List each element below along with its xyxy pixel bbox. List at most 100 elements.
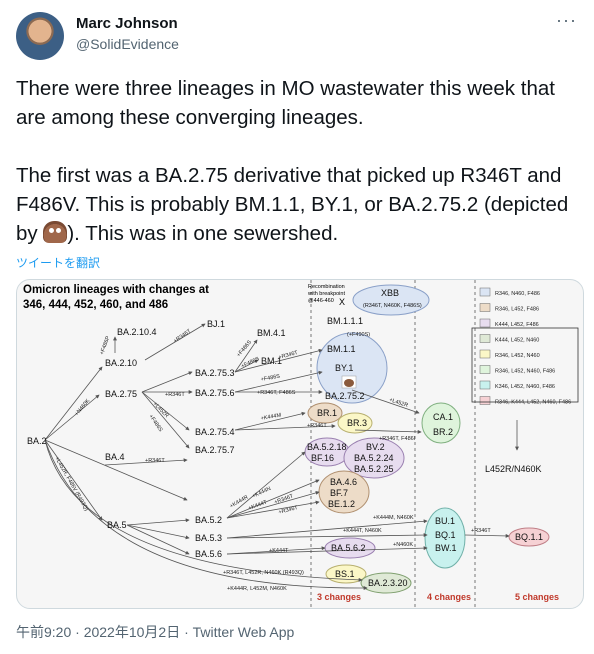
lineage-diagram: Omicron lineages with changes at 346, 44… xyxy=(23,280,579,608)
recomb-note-1: Recombination xyxy=(308,284,345,290)
node-ba5: BA.5 xyxy=(107,520,127,530)
edge-label: +K444T xyxy=(269,548,289,554)
author-name[interactable]: Marc Johnson xyxy=(76,15,178,32)
node-ba2-75-4: BA.2.75.4 xyxy=(195,427,235,437)
node-bw1: BW.1 xyxy=(435,543,457,553)
edge-label: +L452R xyxy=(388,397,408,409)
node-br3: BR.3 xyxy=(347,418,367,428)
edge-label: +K444N xyxy=(251,486,272,500)
edge-label: +R346T xyxy=(274,493,295,506)
node-by1: BY.1 xyxy=(335,363,353,373)
changes-5: 5 changes xyxy=(515,592,559,602)
node-ba2-10: BA.2.10 xyxy=(105,358,137,368)
legend-swatch xyxy=(479,303,491,312)
edge-label: +F486P xyxy=(99,335,111,356)
edge-label: +R346T xyxy=(278,505,299,516)
legend-label: K444, L452, F486 xyxy=(495,322,539,328)
legend-swatch xyxy=(479,349,491,359)
legend-label: R346, N460, F486 xyxy=(495,291,540,297)
node-bu1: BU.1 xyxy=(435,516,455,526)
recomb-x: X xyxy=(339,297,345,307)
changes-4: 4 changes xyxy=(427,592,471,602)
tweet-text-2a: The first was a BA.2.75 derivative that … xyxy=(16,164,569,245)
tweet-paragraph-1: There were three lineages in MO wastewat… xyxy=(16,77,555,129)
node-xbb: XBB xyxy=(381,288,399,298)
node-be1-2: BE.1.2 xyxy=(328,499,355,509)
node-ba2-75-7: BA.2.75.7 xyxy=(195,445,235,455)
edge-label: +R346T xyxy=(145,458,165,464)
author-avatar[interactable] xyxy=(16,12,64,60)
edge-label: +R346T, F486S xyxy=(257,390,296,396)
legend-label: K346, L452, N460, F486 xyxy=(495,384,555,390)
node-bj1: BJ.1 xyxy=(207,319,225,329)
tweet-footer: 午前9:20 · 2022年10月2日 · Twitter Web App xyxy=(16,622,294,642)
poop-emoji-icon xyxy=(43,221,68,243)
edge-label: +F486S xyxy=(147,414,163,434)
legend-swatch xyxy=(479,287,491,297)
edge-label: +R346T, F486I xyxy=(379,436,416,442)
edge-label: +N460K xyxy=(74,398,92,417)
ca1-blob xyxy=(421,402,461,444)
node-br2: BR.2 xyxy=(433,427,453,437)
node-ba5-3: BA.5.3 xyxy=(195,533,222,543)
tweet-text: There were three lineages in MO wastewat… xyxy=(16,74,582,248)
edge-label: +K444R, L452M, N460K xyxy=(227,586,287,592)
legend-swatch xyxy=(479,365,491,374)
br3-blob xyxy=(337,412,373,434)
recomb-note-3: @446-460 xyxy=(308,298,334,304)
edge-label: +N460K xyxy=(393,542,413,548)
node-ba2-75-3: BA.2.75.3 xyxy=(195,368,235,378)
footer-separator: · xyxy=(180,624,193,640)
changes-3: 3 changes xyxy=(317,592,361,602)
legend-swatch xyxy=(479,334,491,343)
more-dots-icon[interactable]: ··· xyxy=(556,10,577,30)
edge-label: +L452R, F486V (R493Q) xyxy=(53,456,89,512)
legend-label: R346, K444, L452, N460, F486 xyxy=(495,400,571,406)
recomb-note-2: with breakpoint xyxy=(307,291,345,297)
bq1-blob xyxy=(424,507,466,569)
legend-label: K444, L452, N460 xyxy=(495,338,539,344)
node-xbb-sub: (R346T, N460K, F486S) xyxy=(363,303,422,309)
diagram-title-1: Omicron lineages with changes at xyxy=(23,284,209,296)
node-bm1-1-1: BM.1.1.1 xyxy=(327,316,363,326)
node-ba2-75-6: BA.2.75.6 xyxy=(195,388,235,398)
legend-label: R346, L452, F486 xyxy=(495,307,539,313)
tweet-source[interactable]: Twitter Web App xyxy=(192,624,295,640)
node-ba2-3-20: BA.2.3.20 xyxy=(368,578,408,588)
node-bq1-1: BQ.1.1 xyxy=(515,532,543,542)
node-bf7: BF.7 xyxy=(330,488,348,498)
edge-label: +K444M, N460K xyxy=(373,515,414,521)
tweet-timestamp[interactable]: 午前9:20 · 2022年10月2日 xyxy=(16,624,181,640)
legend-label: R346, L452, N460 xyxy=(495,353,540,359)
edge-label: +R346T xyxy=(471,528,491,534)
node-br1: BR.1 xyxy=(317,408,337,418)
node-ba2-10-4: BA.2.10.4 xyxy=(117,327,157,337)
node-ba2: BA.2 xyxy=(27,436,47,446)
edge-label: +K444M xyxy=(260,412,282,422)
node-bv2: BV.2 xyxy=(366,442,385,452)
tweet-text-2b: ). This was in one sewershed. xyxy=(67,222,339,245)
node-ba4: BA.4 xyxy=(105,452,125,462)
node-ba2-75-2: BA.2.75.2 xyxy=(325,391,365,401)
legend-label: R346, L452, N460, F486 xyxy=(495,369,555,375)
legend-swatch xyxy=(479,380,491,390)
br1-blob xyxy=(307,402,343,424)
edge-label: +K444T, N460K xyxy=(343,528,382,534)
node-ba5-2: BA.5.2 xyxy=(195,515,222,525)
node-ba5-6-2: BA.5.6.2 xyxy=(331,543,366,553)
author-handle[interactable]: @SolidEvidence xyxy=(76,36,179,52)
tweet-image[interactable]: Omicron lineages with changes at 346, 44… xyxy=(16,279,584,609)
edge-label: +F486S xyxy=(260,374,280,383)
node-bm1: BM.1 xyxy=(261,356,282,366)
node-bm1-1: BM.1.1 xyxy=(327,344,356,354)
node-bm4-1: BM.4.1 xyxy=(257,328,286,338)
edge-label: (+F490S) xyxy=(347,332,370,338)
node-ba5-2-25: BA.5.2.25 xyxy=(354,464,394,474)
edge-label: +R346T xyxy=(173,328,193,345)
poop-emoji-icon xyxy=(341,375,357,389)
node-bq1: BQ.1 xyxy=(435,530,456,540)
translate-tweet-link[interactable]: ツイートを翻訳 xyxy=(16,256,101,270)
node-ba5-2-18: BA.5.2.18 xyxy=(307,442,347,452)
edge-label: +R346T, L452R, N460K (R493Q) xyxy=(223,570,304,576)
